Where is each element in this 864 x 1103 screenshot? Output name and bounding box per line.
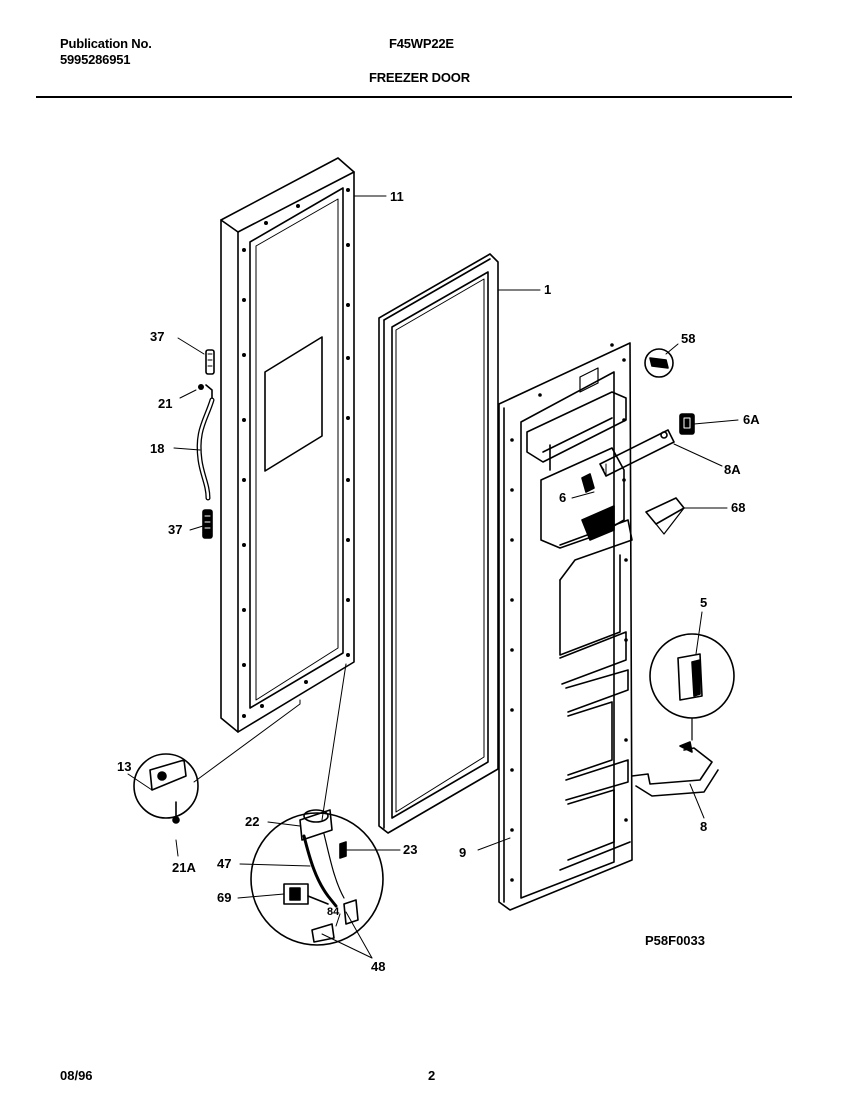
screw-58 [644, 348, 674, 378]
callout-58: 58 [681, 331, 696, 346]
callout-21: 21 [158, 396, 173, 411]
callout-23: 23 [403, 842, 418, 857]
publication-label: Publication No. [60, 36, 152, 51]
callout-37-upper: 37 [150, 329, 165, 344]
lever-6 [581, 473, 595, 493]
callout-48: 48 [371, 959, 386, 974]
callout-21A: 21A [172, 860, 196, 875]
leader-lines [127, 195, 739, 959]
callout-22: 22 [245, 814, 260, 829]
detail-circle-part-5 [649, 633, 735, 741]
footer-date: 08/96 [60, 1068, 93, 1083]
door-panel-screw-holes [242, 188, 350, 718]
detail-circle-wiring [250, 809, 384, 946]
figure-code: P58F0033 [645, 933, 705, 948]
callout-11: 11 [390, 189, 404, 204]
door-panel-outer-frame [220, 157, 355, 733]
publication-number: 5995286951 [60, 52, 131, 67]
inner-door-liner [498, 342, 633, 911]
inner-liner-screw-holes [510, 343, 628, 882]
bracket-8 [631, 741, 719, 797]
hinge-pin-37-lower [202, 509, 213, 539]
page-title: FREEZER DOOR [369, 70, 470, 85]
callout-37-lower: 37 [168, 522, 183, 537]
callout-18: 18 [150, 441, 165, 456]
callout-69: 69 [217, 890, 232, 905]
callout-6A: 6A [743, 412, 760, 427]
callout-6: 6 [559, 490, 567, 505]
callout-5: 5 [700, 595, 708, 610]
callout-47: 47 [217, 856, 232, 871]
detail-circle-part-13 [133, 753, 199, 824]
footer-page-number: 2 [428, 1068, 436, 1083]
callout-8: 8 [700, 819, 708, 834]
hinge-pin-37-upper [205, 349, 215, 375]
callout-13: 13 [117, 759, 132, 774]
callout-68: 68 [731, 500, 746, 515]
callout-1: 1 [544, 282, 552, 297]
callout-9: 9 [459, 845, 467, 860]
clip-6A [679, 413, 695, 435]
callout-84: 84 [327, 906, 340, 918]
model-number: F45WP22E [389, 36, 454, 51]
funnel-68 [645, 497, 685, 535]
callout-8A: 8A [724, 462, 741, 477]
header-rule [36, 96, 792, 98]
door-gasket [378, 253, 499, 834]
bar-8A [599, 429, 675, 477]
handle-18 [196, 397, 215, 501]
